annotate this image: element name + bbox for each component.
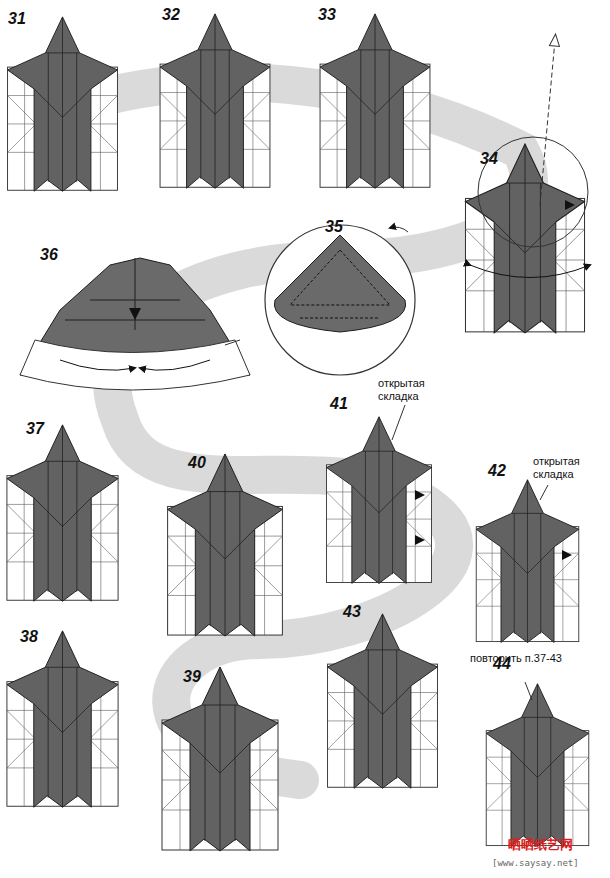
step-number: 42 [488, 462, 506, 480]
step-number: 33 [318, 6, 336, 24]
repeat-note: повторить п.37-43 [470, 652, 590, 665]
fold-note: открытая складка [378, 377, 440, 402]
step-number: 39 [183, 668, 201, 686]
watermark-url: [www.saysay.net] [492, 858, 579, 868]
fold-note: открытая складка [533, 455, 595, 480]
step-number: 40 [188, 454, 206, 472]
step-number: 41 [330, 395, 348, 413]
step-number: 35 [325, 218, 343, 236]
step-number: 43 [343, 603, 361, 621]
step-number: 36 [40, 246, 58, 264]
step-number: 38 [20, 628, 38, 646]
step-number: 34 [480, 150, 498, 168]
step-number: 31 [8, 10, 26, 28]
watermark: 晒晒纸艺网 [508, 836, 573, 854]
step-number: 32 [162, 6, 180, 24]
step-number: 37 [26, 420, 44, 438]
